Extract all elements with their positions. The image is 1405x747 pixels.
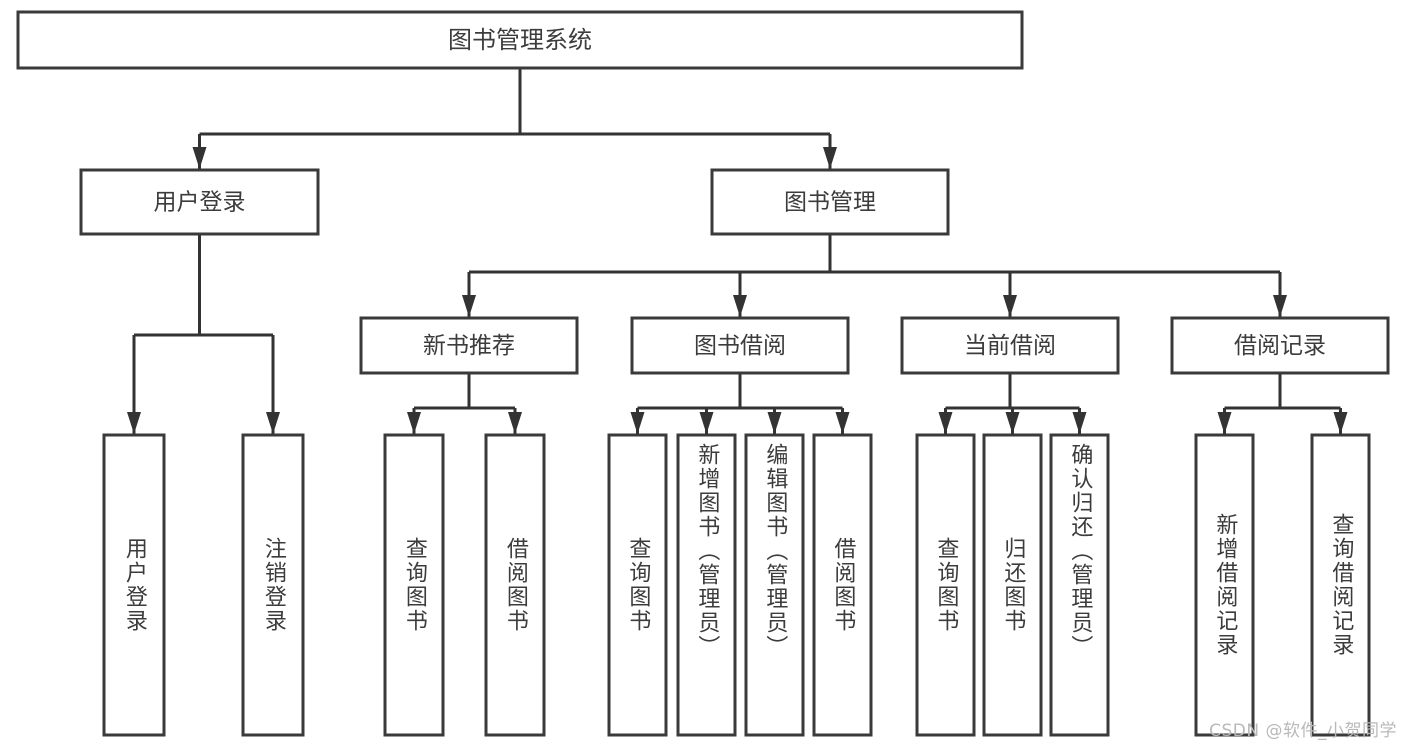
leaf-node-4[interactable] — [607, 433, 668, 737]
leaf-node-0[interactable] — [102, 433, 166, 737]
arrow-head-icon — [1005, 412, 1020, 434]
arrow-head-icon — [407, 412, 421, 434]
level1-node-1[interactable] — [710, 168, 950, 236]
arrow-head-icon — [192, 147, 207, 169]
leaf-node-6[interactable] — [744, 433, 805, 737]
arrow-head-icon — [1217, 412, 1232, 434]
level1-node-1-label: 图书管理 — [784, 190, 876, 216]
level1-node-0[interactable] — [79, 168, 320, 236]
arrow-head-icon — [938, 412, 953, 434]
arrow-head-icon — [1003, 295, 1017, 317]
leaf-node-8[interactable] — [915, 433, 976, 737]
level2-node-0-label: 新书推荐 — [423, 333, 515, 359]
arrow-head-icon — [1273, 295, 1287, 317]
leaf-node-1[interactable] — [241, 433, 305, 737]
arrow-head-icon — [1333, 412, 1348, 434]
leaf-node-10[interactable] — [1049, 433, 1110, 737]
leaf-node-9[interactable] — [982, 433, 1043, 737]
arrow-head-icon — [266, 412, 280, 434]
level2-node-3-label: 借阅记录 — [1234, 333, 1326, 359]
arrow-head-icon — [823, 147, 837, 169]
edge-layer — [127, 68, 1348, 434]
level2-node-1[interactable] — [630, 316, 850, 375]
level2-node-0[interactable] — [359, 316, 579, 375]
leaf-node-3[interactable] — [484, 433, 546, 737]
level1-node-0-label: 用户登录 — [154, 190, 246, 216]
arrow-head-icon — [127, 412, 141, 434]
root-node-label: 图书管理系统 — [448, 26, 592, 54]
leaf-node-12[interactable] — [1310, 433, 1371, 737]
root-node[interactable] — [16, 10, 1024, 70]
arrow-head-icon — [733, 295, 747, 317]
arrow-head-icon — [767, 412, 782, 434]
level2-node-3[interactable] — [1170, 316, 1390, 375]
leaf-node-2[interactable] — [383, 433, 445, 737]
level2-node-2-label: 当前借阅 — [964, 333, 1056, 359]
arrow-head-icon — [699, 412, 714, 434]
leaf-node-11[interactable] — [1194, 433, 1255, 737]
arrow-head-icon — [835, 412, 850, 434]
arrow-head-icon — [462, 295, 476, 317]
leaf-node-7[interactable] — [812, 433, 873, 737]
level2-node-1-label: 图书借阅 — [694, 333, 786, 359]
level2-node-2[interactable] — [900, 316, 1120, 375]
watermark: CSDN @软件_小贺同学 — [1209, 721, 1397, 741]
arrow-head-icon — [508, 412, 522, 434]
arrow-head-icon — [630, 412, 645, 434]
box-layer — [16, 10, 1390, 737]
arrow-head-icon — [1072, 412, 1087, 434]
leaf-node-5[interactable] — [676, 433, 737, 737]
